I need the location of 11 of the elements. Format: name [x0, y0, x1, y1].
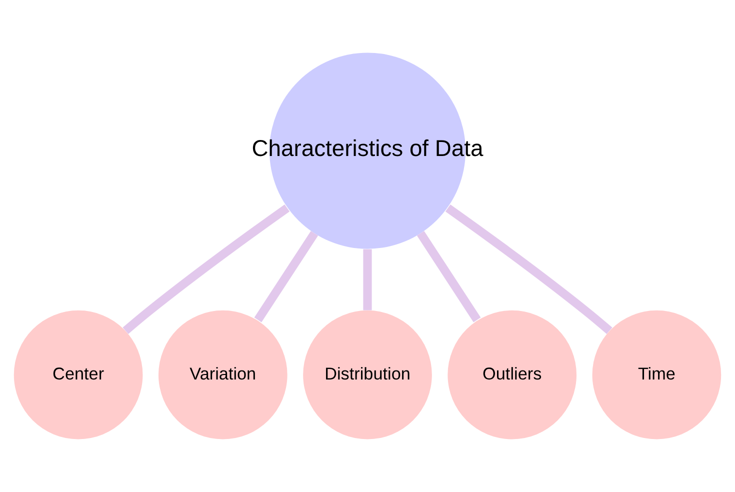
node-circle: Outliers: [448, 310, 577, 440]
node-circle: Time: [592, 310, 722, 440]
connector: [122, 204, 290, 334]
connector: [363, 249, 372, 310]
node-circle: Variation: [158, 310, 288, 440]
connector: [445, 204, 612, 334]
node-label: Characteristics of Data: [252, 135, 484, 162]
connector: [254, 230, 318, 322]
node-circle: Distribution: [303, 310, 432, 440]
node-circle: Center: [14, 310, 143, 440]
connector: [416, 230, 481, 322]
